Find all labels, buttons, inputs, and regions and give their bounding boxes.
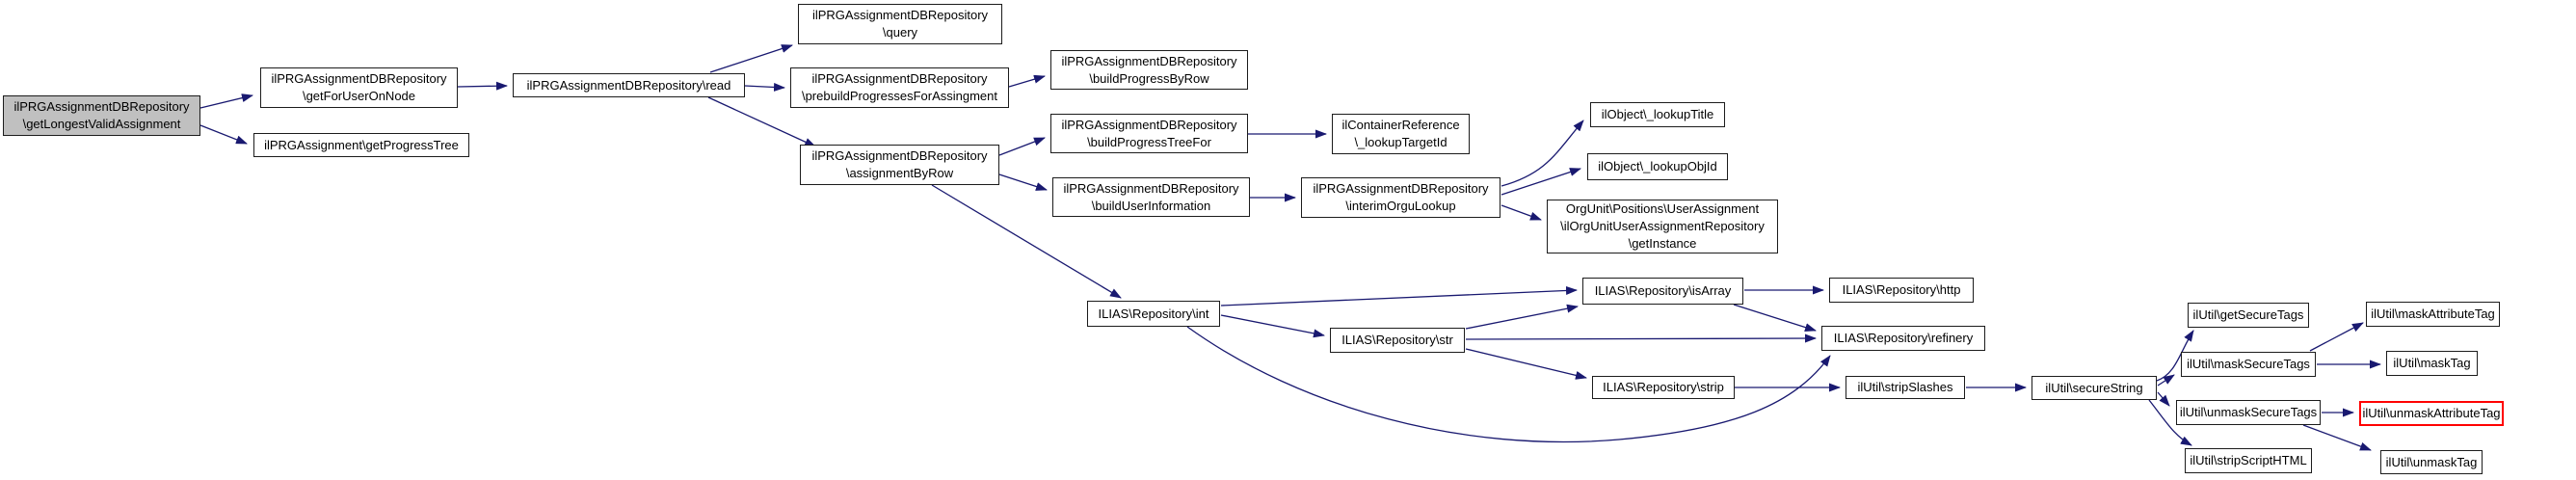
node-getProgressTree[interactable]: ilPRGAssignment\getProgressTree bbox=[253, 133, 469, 157]
node-lookupTargetId[interactable]: ilContainerReference \_lookupTargetId bbox=[1332, 114, 1470, 154]
edge-int-str bbox=[1220, 314, 1325, 338]
edge-int-refinery bbox=[1186, 326, 1831, 443]
edge-assignmentByRow-buildUserInformation bbox=[998, 173, 1048, 191]
edge-secureString-stripScriptHTML bbox=[2148, 399, 2192, 446]
node-getSecureTags[interactable]: ilUtil\getSecureTags bbox=[2188, 303, 2309, 328]
node-int[interactable]: ILIAS\Repository\int bbox=[1087, 301, 1220, 327]
node-getLongestValidAssignment[interactable]: ilPRGAssignmentDBRepository \getLongestV… bbox=[3, 95, 200, 136]
edge-interimOrguLookup-getInstance bbox=[1500, 204, 1542, 221]
edge-getForUserOnNode-read bbox=[457, 81, 508, 91]
edge-getLongestValidAssignment-getForUserOnNode bbox=[199, 93, 253, 109]
node-http[interactable]: ILIAS\Repository\http bbox=[1829, 278, 1974, 303]
node-prebuildProgressesForAssingment[interactable]: ilPRGAssignmentDBRepository \prebuildPro… bbox=[790, 67, 1009, 108]
edge-str-refinery bbox=[1465, 333, 1817, 343]
node-buildProgressByRow[interactable]: ilPRGAssignmentDBRepository \buildProgre… bbox=[1050, 50, 1248, 90]
edge-secureString-maskSecureTags bbox=[2157, 374, 2175, 387]
edge-read-assignmentByRow bbox=[707, 96, 816, 147]
node-unmaskSecureTags[interactable]: ilUtil\unmaskSecureTags bbox=[2176, 400, 2321, 425]
edge-isArray-refinery bbox=[1733, 304, 1817, 332]
node-maskAttributeTag[interactable]: ilUtil\maskAttributeTag bbox=[2366, 302, 2500, 327]
edge-read-prebuildProgressesForAssingment bbox=[744, 82, 785, 92]
node-str[interactable]: ILIAS\Repository\str bbox=[1330, 328, 1465, 353]
edge-read-query bbox=[709, 44, 793, 73]
edge-assignmentByRow-int bbox=[931, 184, 1122, 299]
edge-secureString-getSecureTags bbox=[2156, 330, 2194, 382]
edge-interimOrguLookup-lookupTitle bbox=[1500, 120, 1584, 187]
node-query[interactable]: ilPRGAssignmentDBRepository \query bbox=[798, 4, 1002, 44]
edge-getLongestValidAssignment-getProgressTree bbox=[199, 124, 248, 145]
node-stripScriptHTML[interactable]: ilUtil\stripScriptHTML bbox=[2185, 448, 2312, 473]
edge-secureString-unmaskSecureTags bbox=[2157, 391, 2170, 407]
node-strip[interactable]: ILIAS\Repository\strip bbox=[1592, 376, 1735, 399]
edge-prebuildProgressesForAssingment-buildProgressByRow bbox=[1008, 74, 1046, 88]
node-secureString[interactable]: ilUtil\secureString bbox=[2032, 376, 2157, 400]
edge-int-isArray bbox=[1220, 285, 1578, 307]
edge-unmaskSecureTags-unmaskTag bbox=[2302, 424, 2372, 451]
node-assignmentByRow[interactable]: ilPRGAssignmentDBRepository \assignmentB… bbox=[800, 145, 999, 185]
edge-interimOrguLookup-lookupObjId bbox=[1500, 168, 1581, 196]
node-getInstance[interactable]: OrgUnit\Positions\UserAssignment \ilOrgU… bbox=[1547, 200, 1778, 253]
edge-str-strip bbox=[1465, 348, 1587, 380]
node-read[interactable]: ilPRGAssignmentDBRepository\read bbox=[513, 73, 745, 97]
node-maskTag[interactable]: ilUtil\maskTag bbox=[2386, 351, 2478, 376]
edge-assignmentByRow-buildProgressTreeFor bbox=[998, 137, 1046, 156]
node-maskSecureTags[interactable]: ilUtil\maskSecureTags bbox=[2181, 352, 2316, 377]
node-isArray[interactable]: ILIAS\Repository\isArray bbox=[1582, 278, 1743, 305]
node-interimOrguLookup[interactable]: ilPRGAssignmentDBRepository \interimOrgu… bbox=[1301, 177, 1500, 218]
node-unmaskTag[interactable]: ilUtil\unmaskTag bbox=[2380, 450, 2483, 474]
node-buildUserInformation[interactable]: ilPRGAssignmentDBRepository \buildUserIn… bbox=[1052, 177, 1250, 217]
node-refinery[interactable]: ILIAS\Repository\refinery bbox=[1821, 326, 1985, 351]
node-buildProgressTreeFor[interactable]: ilPRGAssignmentDBRepository \buildProgre… bbox=[1050, 114, 1248, 153]
node-getForUserOnNode[interactable]: ilPRGAssignmentDBRepository \getForUserO… bbox=[260, 67, 458, 108]
node-unmaskAttributeTag[interactable]: ilUtil\unmaskAttributeTag bbox=[2359, 401, 2504, 426]
node-lookupObjId[interactable]: ilObject\_lookupObjId bbox=[1587, 153, 1728, 180]
node-lookupTitle[interactable]: ilObject\_lookupTitle bbox=[1590, 102, 1725, 127]
edge-str-isArray bbox=[1465, 304, 1579, 330]
edge-maskSecureTags-maskAttributeTag bbox=[2309, 322, 2364, 352]
node-stripSlashes[interactable]: ilUtil\stripSlashes bbox=[1846, 376, 1965, 399]
